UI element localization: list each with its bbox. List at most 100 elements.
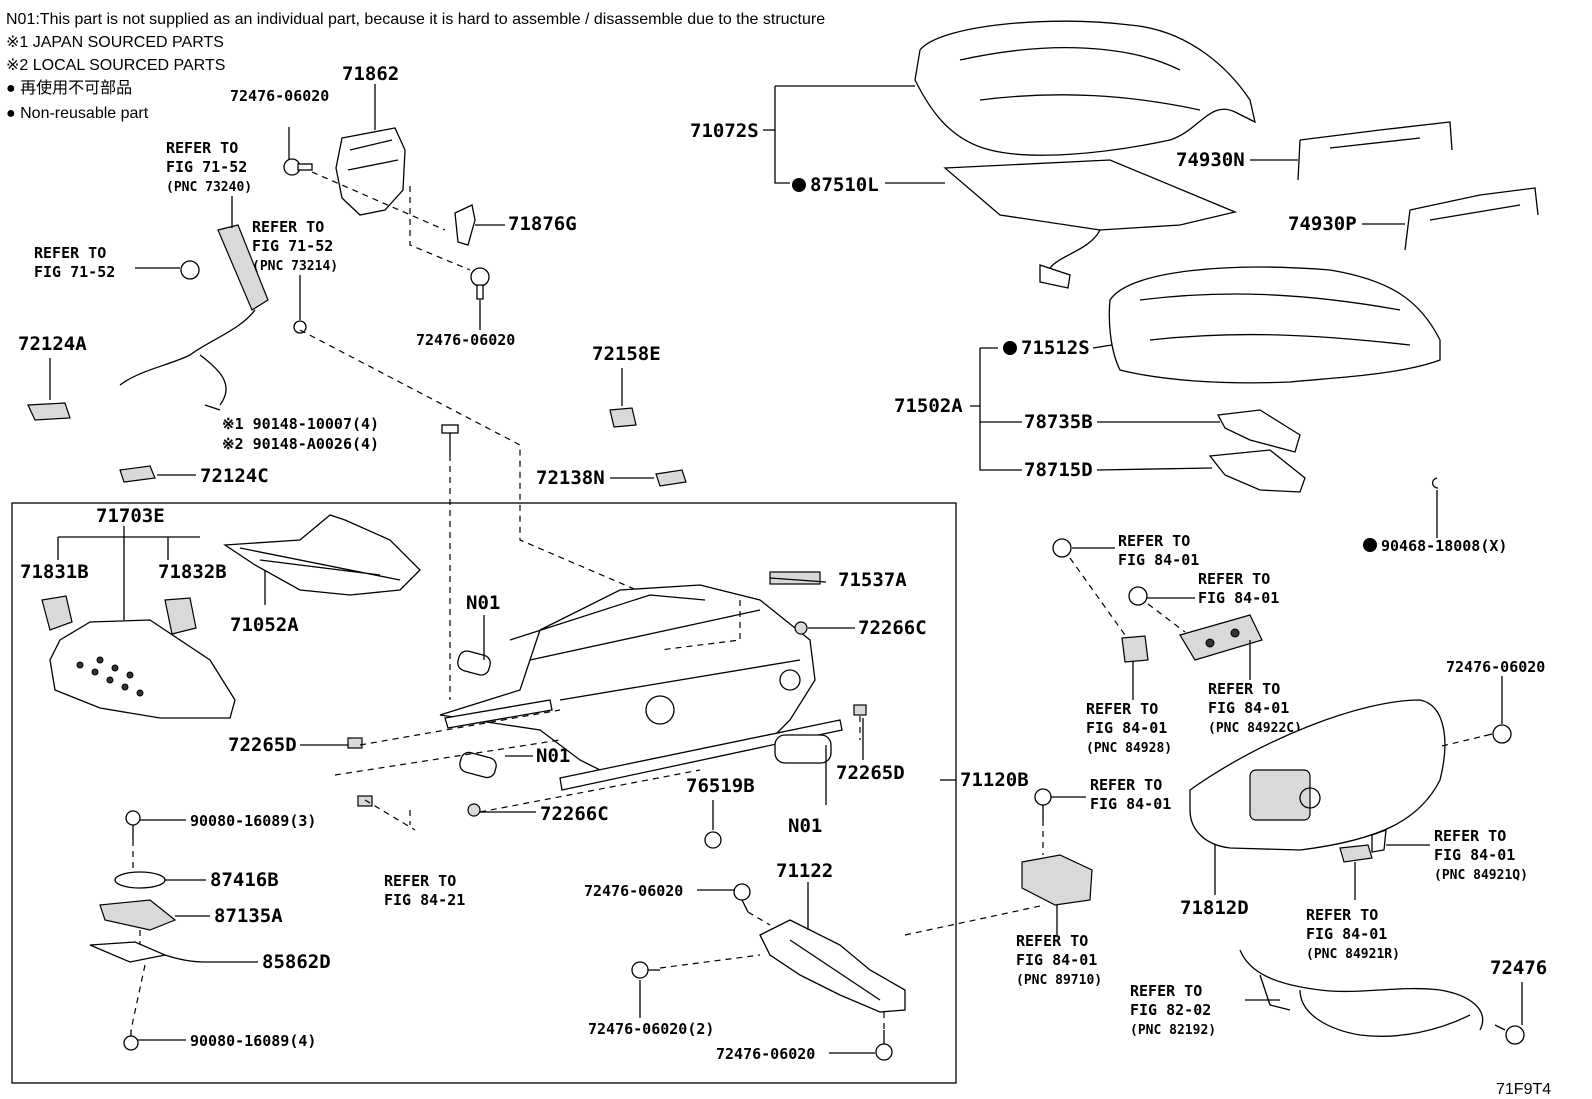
part-76519b-bolt[interactable] — [704, 831, 722, 849]
part-78715d-pad[interactable] — [1208, 449, 1306, 493]
part-71703e-seat-frame[interactable] — [49, 619, 236, 719]
label-ref12-a: REFER TO — [1016, 932, 1088, 950]
leader-switch-dashes — [1069, 557, 1186, 636]
part-74930n-wire[interactable] — [1297, 121, 1453, 181]
leader-stack-dashes — [130, 840, 146, 1031]
part-84928-switch[interactable] — [1121, 635, 1149, 663]
label-ref2-c: (PNC 73214) — [252, 259, 338, 274]
figure-id: 71F9T4 — [1496, 1081, 1551, 1098]
leader-71512s — [1092, 344, 1113, 349]
part-71052a-seat-spring[interactable] — [223, 514, 421, 596]
label-ref3-a: REFER TO — [34, 244, 106, 262]
label-72476-06020-e: 72476-06020 — [1446, 658, 1545, 676]
leader-harness-dash — [299, 329, 661, 601]
bolt-72476-06020-c[interactable] — [733, 883, 751, 913]
label-71502a: 71502A — [894, 395, 963, 417]
note-non-reusable-en: ● Non-reusable part — [6, 105, 149, 122]
label-ref1-a: REFER TO — [166, 139, 238, 157]
leader-71703e-bracket — [57, 526, 200, 620]
label-72266c-a: 72266C — [858, 617, 927, 639]
bolt-90080-16089-4[interactable] — [123, 1030, 139, 1051]
label-71052a: 71052A — [230, 614, 299, 636]
bolt-90080-16089-3[interactable] — [125, 810, 141, 840]
part-85862d-sensor[interactable] — [89, 941, 206, 963]
label-ref2-b: FIG 71-52 — [252, 237, 333, 255]
part-71072s-cushion-cover[interactable] — [914, 20, 1256, 156]
label-ref13-b: FIG 82-02 — [1130, 1001, 1211, 1019]
non-reusable-marker-90468 — [1363, 538, 1377, 552]
part-71831b-bracket[interactable] — [41, 595, 73, 631]
bolt-72476-06020-a[interactable] — [283, 158, 313, 176]
label-ref10-a: REFER TO — [1434, 827, 1506, 845]
label-72265d-b: 72265D — [836, 762, 905, 784]
part-motor-n01-c[interactable] — [774, 734, 832, 764]
part-71862-cover[interactable] — [335, 127, 406, 216]
part-72138n-clip[interactable] — [655, 469, 687, 487]
part-87510l-heater[interactable] — [943, 159, 1238, 289]
clip-72265d-c[interactable] — [357, 795, 373, 807]
label-ref12-b: FIG 84-01 — [1016, 951, 1097, 969]
part-84922c-switch[interactable] — [1179, 614, 1263, 661]
part-72124a-clip[interactable] — [27, 402, 71, 421]
bolt-72476[interactable] — [1494, 1024, 1525, 1045]
part-90468-clip[interactable] — [1431, 477, 1439, 489]
part-74930p-wire[interactable] — [1404, 187, 1539, 251]
part-screw-84-01-a[interactable] — [1052, 538, 1072, 558]
label-ref13-c: (PNC 82192) — [1130, 1023, 1216, 1038]
part-71512s-cushion-pad[interactable] — [1108, 266, 1441, 384]
label-ref10-b: FIG 84-01 — [1434, 846, 1515, 864]
label-ref13-a: REFER TO — [1130, 982, 1202, 1000]
label-72158e: 72158E — [592, 343, 661, 365]
part-screw-84-01-b[interactable] — [1128, 586, 1148, 606]
label-ref7-b: FIG 84-01 — [1086, 719, 1167, 737]
bolt-90148[interactable] — [441, 424, 459, 455]
label-ref4-b: FIG 84-21 — [384, 891, 465, 909]
note-japan-sourced: ※1 JAPAN SOURCED PARTS — [6, 34, 224, 51]
part-motor-n01-b[interactable] — [458, 751, 498, 780]
label-76519b: 76519B — [686, 775, 755, 797]
part-87416b-ring[interactable] — [114, 871, 166, 889]
part-71120b-seat-track[interactable] — [439, 584, 843, 791]
part-84921q-switch[interactable] — [1339, 829, 1387, 863]
leader-71502a-bracket — [970, 347, 1022, 471]
label-72476-06020-b: 72476-06020 — [416, 331, 515, 349]
part-82192-harness[interactable] — [1239, 949, 1484, 1037]
label-71120b: 71120B — [960, 769, 1029, 791]
part-motor-n01-a[interactable] — [456, 649, 492, 677]
part-71122-bracket[interactable] — [759, 919, 906, 1013]
part-72124c-clip[interactable] — [119, 465, 156, 483]
label-71703e: 71703E — [96, 505, 165, 527]
label-72138n: 72138N — [536, 467, 605, 489]
clip-72265d-a[interactable] — [347, 737, 363, 749]
part-78735b-pad[interactable] — [1216, 409, 1301, 453]
bolt-72476-06020-2[interactable] — [631, 961, 660, 979]
label-ref5-a: REFER TO — [1118, 532, 1190, 550]
part-71832b-bracket[interactable] — [164, 597, 197, 635]
bolt-72476-06020-d[interactable] — [875, 1030, 893, 1061]
leader-track-dashes — [334, 709, 861, 831]
label-71876g: 71876G — [508, 213, 577, 235]
label-ref7-a: REFER TO — [1086, 700, 1158, 718]
part-87135a-switch[interactable] — [99, 899, 177, 931]
part-screw-84-01-c[interactable] — [1034, 788, 1052, 820]
part-harness-73240[interactable] — [119, 224, 307, 411]
non-reusable-marker-87510l — [792, 178, 806, 192]
part-71876g-bracket[interactable] — [454, 204, 476, 246]
label-74930n: 74930N — [1176, 149, 1245, 171]
clip-72266c-a[interactable] — [794, 621, 808, 635]
bolt-72476-06020-e[interactable] — [1483, 724, 1512, 744]
label-78715d: 78715D — [1024, 459, 1093, 481]
label-ref1-c: (PNC 73240) — [166, 180, 252, 195]
leader-track — [300, 577, 864, 830]
label-71862: 71862 — [342, 63, 399, 85]
leader-72476-e-dash — [1441, 735, 1485, 747]
bolt-72476-06020-b[interactable] — [470, 267, 490, 300]
clip-72266c-b[interactable] — [467, 803, 481, 817]
part-71812d-side-shield[interactable] — [1189, 699, 1446, 851]
leader-stack — [138, 819, 258, 1041]
part-89710-ecu[interactable] — [1021, 854, 1093, 906]
clip-72265d-b[interactable] — [853, 704, 867, 716]
part-72158e-clip[interactable] — [609, 407, 637, 428]
label-ref2-a: REFER TO — [252, 218, 324, 236]
